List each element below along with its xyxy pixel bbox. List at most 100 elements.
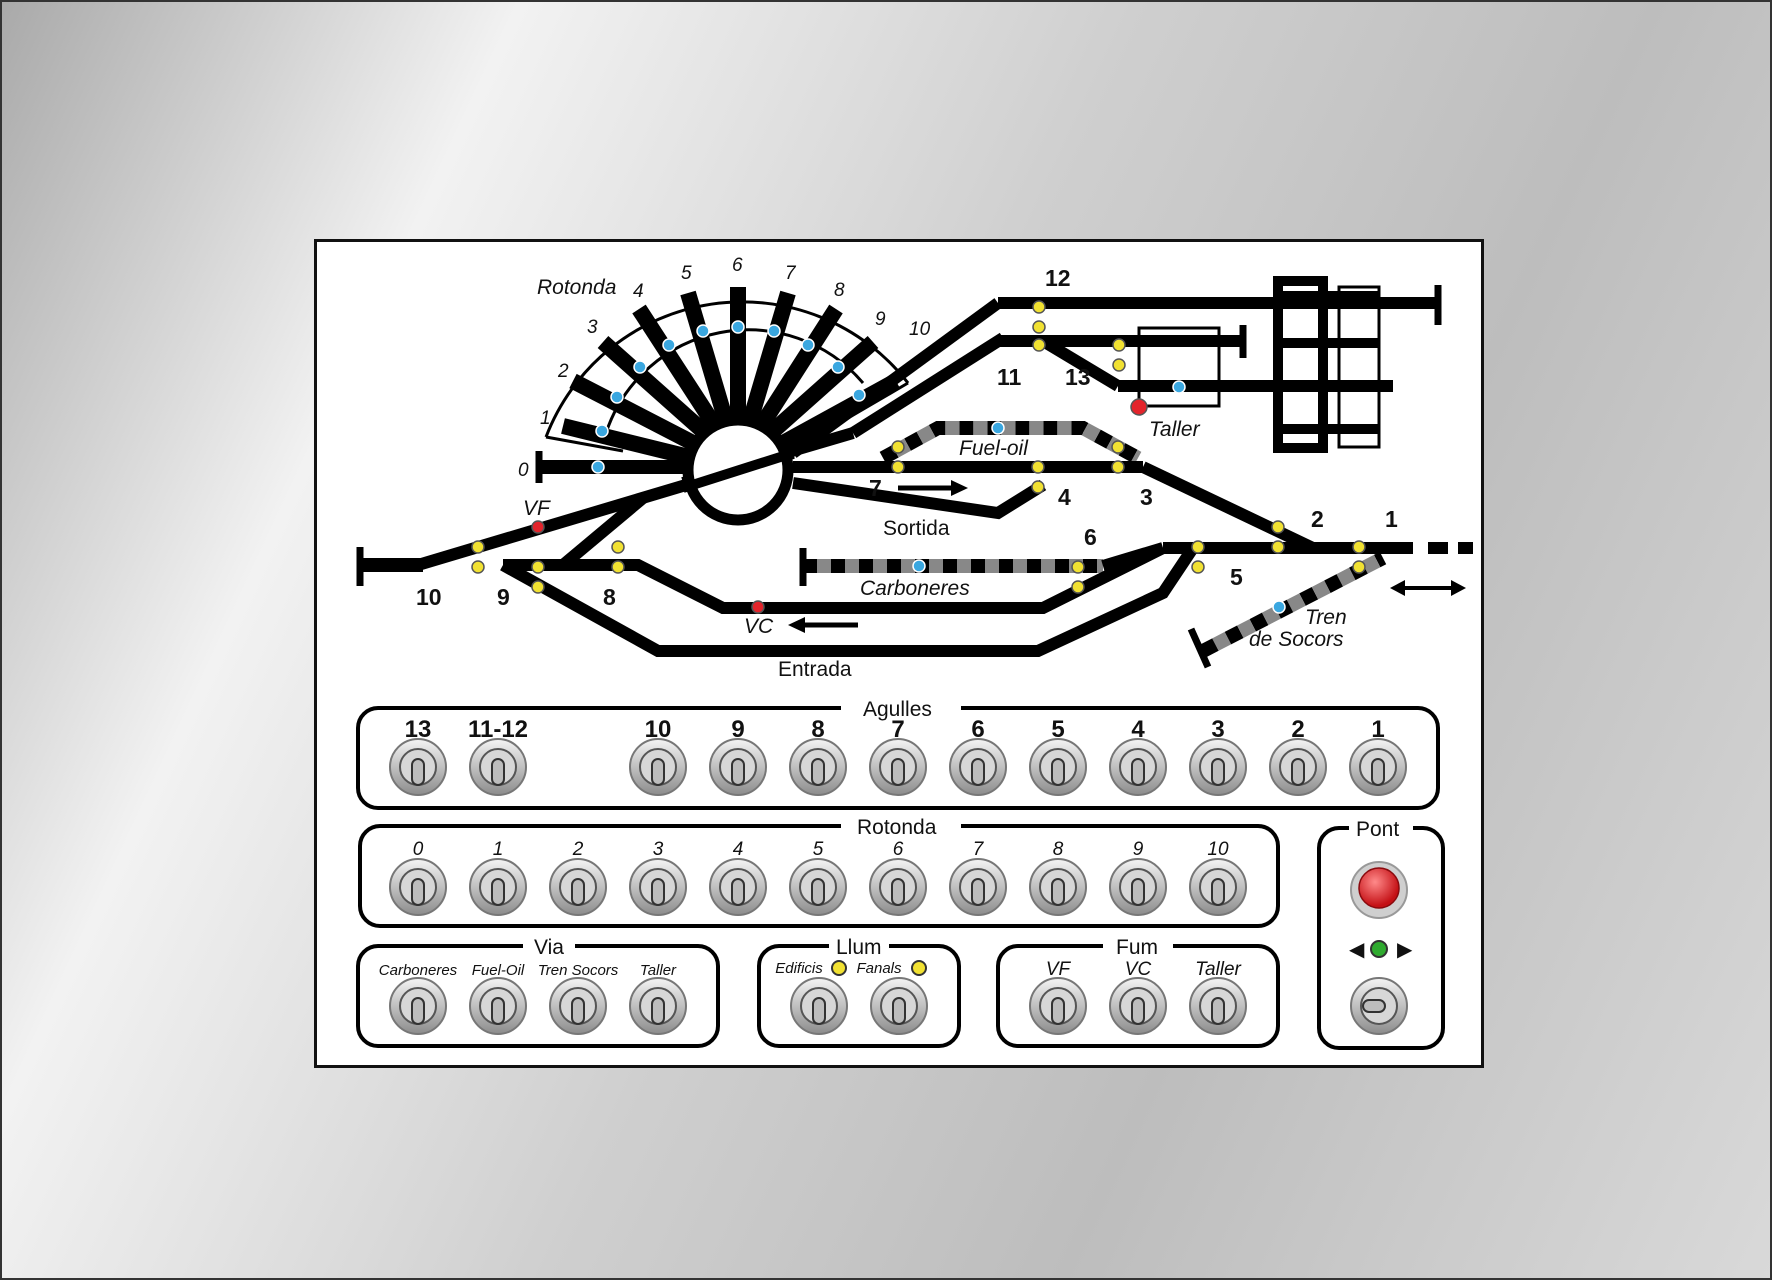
rotonda-toggle-8[interactable] [1029, 858, 1087, 916]
agulles-title: Agulles [863, 698, 932, 721]
fum-toggle-2[interactable] [1189, 977, 1247, 1035]
turnout-led [1112, 338, 1126, 352]
turnout-leds [471, 300, 1366, 594]
rotonda-road-label: 10 [1207, 839, 1229, 860]
rotonda-road-label: 2 [572, 839, 584, 860]
llum-toggle-1[interactable] [870, 977, 928, 1035]
fum-label: VF [1046, 959, 1072, 980]
agulla-toggle-0[interactable] [389, 738, 447, 796]
turnout-led [531, 560, 545, 574]
via-toggle-0[interactable] [389, 977, 447, 1035]
turnout-led [1111, 460, 1125, 474]
svg-text:1: 1 [1385, 506, 1398, 532]
agulla-toggle-5[interactable] [869, 738, 927, 796]
pont-left-arrow-icon: ◀ [1349, 939, 1365, 961]
emergency-stop-button[interactable] [1358, 867, 1400, 909]
rotonda-toggle-0[interactable] [389, 858, 447, 916]
svg-text:12: 12 [1045, 265, 1071, 291]
track-labels: Rotonda 0 1 2 3 4 5 6 7 8 9 10 12 11 13 … [416, 255, 1398, 681]
rotonda-toggle-9[interactable] [1109, 858, 1167, 916]
agulla-label: 1 [1371, 716, 1384, 743]
double-arrow-icon [1390, 580, 1466, 596]
llum-title: Llum [836, 936, 882, 959]
agulla-toggle-4[interactable] [789, 738, 847, 796]
llum-label-edificis: Edificis [775, 960, 823, 977]
arrow-right-icon [898, 480, 968, 496]
rotonda-toggle-3[interactable] [629, 858, 687, 916]
rotonda-toggle-2[interactable] [549, 858, 607, 916]
rotonda-toggle-1[interactable] [469, 858, 527, 916]
svg-text:Tren: Tren [1305, 606, 1347, 629]
turnout-led [1032, 320, 1046, 334]
turnout-led [1191, 540, 1205, 554]
via-label: Carboneres [379, 962, 458, 979]
via-toggle-1[interactable] [469, 977, 527, 1035]
pont-title: Pont [1356, 818, 1399, 841]
agulla-label: 4 [1131, 716, 1145, 743]
agulla-toggle-6[interactable] [949, 738, 1007, 796]
turnout-led [1271, 520, 1285, 534]
turnout-led [471, 560, 485, 574]
agulla-toggle-8[interactable] [1109, 738, 1167, 796]
turnout-led [471, 540, 485, 554]
agulla-toggle-2[interactable] [629, 738, 687, 796]
pont-direction-toggle[interactable] [1350, 977, 1408, 1035]
turnout-led [891, 440, 905, 454]
rotonda-road-label: 0 [413, 839, 424, 860]
agulla-toggle-9[interactable] [1189, 738, 1247, 796]
arrow-left-icon [788, 617, 858, 633]
control-board: Rotonda 0 1 2 3 4 5 6 7 8 9 10 12 11 13 … [314, 239, 1484, 1068]
via-label: Tren Socors [538, 962, 619, 979]
track-diagram [356, 276, 1473, 669]
rotonda-toggle-6[interactable] [869, 858, 927, 916]
section-leds [591, 320, 1286, 614]
turnout-led [531, 580, 545, 594]
agulla-toggle-3[interactable] [709, 738, 767, 796]
via-label: Fuel-Oil [472, 962, 525, 979]
agulla-toggle-10[interactable] [1269, 738, 1327, 796]
via-label: Taller [640, 962, 677, 979]
signal-led-vc [751, 600, 765, 614]
svg-text:10: 10 [416, 584, 442, 610]
rotonda-road-label: 4 [733, 839, 744, 860]
rotonda-panel-title: Rotonda [857, 816, 937, 839]
pont-power-led [1370, 940, 1388, 958]
svg-text:4: 4 [633, 281, 644, 302]
svg-text:6: 6 [1084, 524, 1097, 550]
board-svg: Rotonda 0 1 2 3 4 5 6 7 8 9 10 12 11 13 … [356, 255, 1473, 1050]
vc-label: VC [744, 615, 774, 638]
turnout-led [1352, 540, 1366, 554]
vf-label: VF [523, 497, 551, 520]
agulla-toggle-7[interactable] [1029, 738, 1087, 796]
svg-text:2: 2 [557, 361, 569, 382]
fum-label: Taller [1195, 959, 1241, 980]
rotonda-road-label: 1 [493, 839, 504, 860]
turnout-led [1111, 440, 1125, 454]
svg-text:6: 6 [732, 255, 743, 276]
signal-led-taller [1130, 398, 1148, 416]
rotonda-toggle-5[interactable] [789, 858, 847, 916]
via-toggle-3[interactable] [629, 977, 687, 1035]
svg-text:10: 10 [909, 319, 931, 340]
turnout-led [1032, 300, 1046, 314]
svg-text:5: 5 [681, 263, 692, 284]
agulla-toggle-11[interactable] [1349, 738, 1407, 796]
svg-text:9: 9 [875, 309, 886, 330]
svg-text:8: 8 [603, 584, 616, 610]
rotonda-road-label: 7 [973, 839, 985, 860]
carboneres-label: Carboneres [860, 577, 970, 600]
agulla-label: 5 [1051, 716, 1064, 743]
llum-toggle-0[interactable] [790, 977, 848, 1035]
rotonda-toggle-7[interactable] [949, 858, 1007, 916]
via-toggle-2[interactable] [549, 977, 607, 1035]
svg-text:4: 4 [1058, 484, 1071, 510]
agulla-label: 6 [971, 716, 984, 743]
rotonda-toggle-4[interactable] [709, 858, 767, 916]
agulla-toggle-1[interactable] [469, 738, 527, 796]
rotonda-road-label: 5 [813, 839, 824, 860]
rotonda-toggle-10[interactable] [1189, 858, 1247, 916]
fum-toggle-1[interactable] [1109, 977, 1167, 1035]
edificis-led [831, 960, 847, 976]
fum-toggle-0[interactable] [1029, 977, 1087, 1035]
fanals-led [911, 960, 927, 976]
